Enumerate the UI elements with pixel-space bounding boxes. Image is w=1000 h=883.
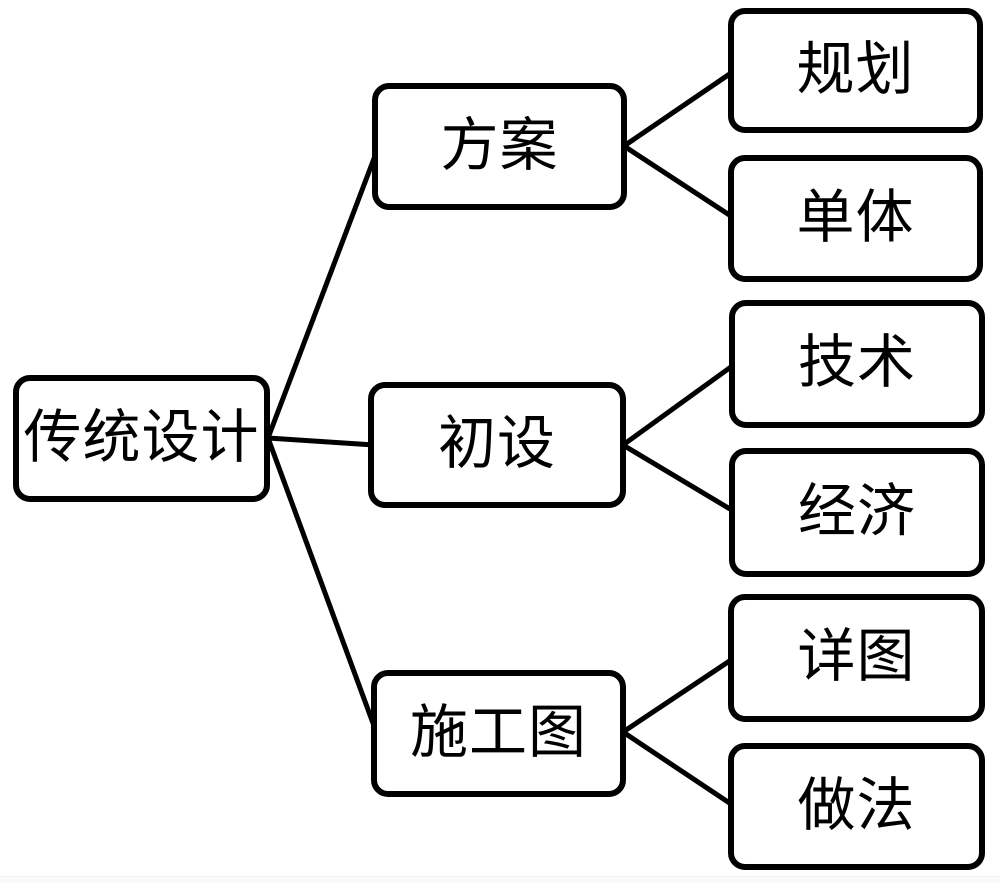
- node-technical: 技术: [729, 300, 985, 428]
- node-preliminary-design-label: 初设: [437, 409, 556, 477]
- connector-shigongtu-to-zuofa: [621, 729, 736, 809]
- node-preliminary-design: 初设: [368, 382, 626, 508]
- node-traditional-design: 传统设计: [13, 375, 270, 502]
- node-single-building-label: 单体: [796, 182, 915, 251]
- connector-fangan-to-guihua: [622, 68, 736, 149]
- connector-shigongtu-to-xiangtu: [621, 655, 736, 735]
- node-planning: 规划: [728, 8, 983, 133]
- connector-root-to-shigongtu: [265, 437, 380, 735]
- node-scheme-design-label: 方案: [440, 110, 559, 179]
- connector-root-to-fangan: [265, 147, 381, 439]
- bottom-edge-strip: [0, 876, 1000, 883]
- node-planning-label: 规划: [796, 34, 915, 103]
- node-construction-method: 做法: [728, 743, 985, 870]
- node-economic-label: 经济: [797, 476, 916, 545]
- node-technical-label: 技术: [797, 328, 916, 396]
- node-construction-drawing: 施工图: [371, 670, 626, 797]
- node-economic: 经济: [729, 448, 985, 577]
- connector-fangan-to-danti: [622, 143, 736, 221]
- node-detail-drawing: 详图: [728, 594, 985, 722]
- node-scheme-design: 方案: [372, 83, 627, 210]
- node-single-building: 单体: [728, 155, 983, 282]
- node-construction-method-label: 做法: [797, 770, 916, 839]
- connector-chushe-to-jishu: [621, 361, 737, 448]
- node-traditional-design-label: 传统设计: [23, 402, 260, 471]
- connector-root-to-chushe: [267, 435, 375, 448]
- node-detail-drawing-label: 详图: [797, 622, 916, 690]
- connector-chushe-to-jingji: [621, 442, 737, 515]
- node-construction-drawing-label: 施工图: [409, 697, 587, 766]
